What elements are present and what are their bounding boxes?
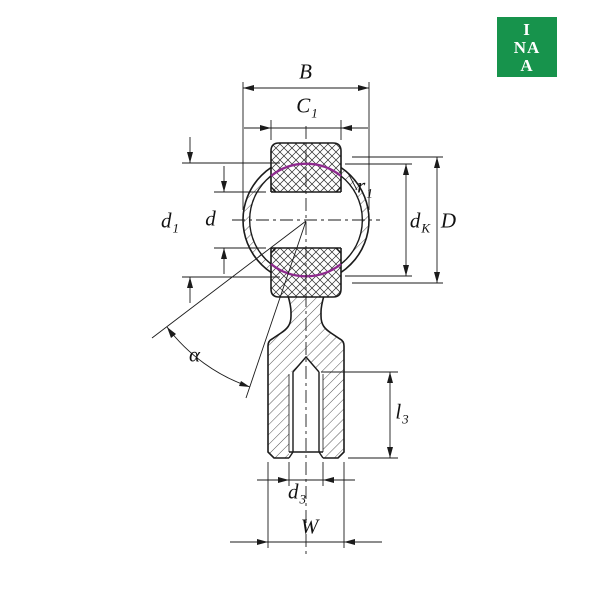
dim-label-w: W (300, 514, 319, 539)
ina-logo-line1: I (523, 20, 531, 39)
dim-label-d3: d3 (288, 479, 306, 507)
dim-label-d: d (205, 206, 216, 231)
dim-label-b: B (299, 59, 312, 84)
r1-leader-line (347, 172, 358, 191)
internal-thread (288, 355, 324, 459)
dim-label-d-outer: D (440, 208, 457, 233)
dim-label-c1: C1 (296, 93, 318, 121)
shank (267, 278, 345, 459)
dim-label-alpha: α (188, 342, 201, 367)
extension-lines (182, 82, 443, 548)
dim-label-r1: r1 (357, 173, 373, 201)
dim-label-dk: dK (409, 208, 431, 236)
ina-logo: I NA A (497, 17, 557, 77)
ina-logo-line3: A (520, 56, 534, 75)
dim-label-l3: l3 (395, 399, 409, 427)
alpha-angle-lines (151, 220, 307, 399)
dim-label-d1: d1 (161, 208, 179, 236)
dimension-arrows (187, 85, 440, 545)
ina-logo-line2: NA (513, 38, 541, 57)
centerlines (232, 126, 380, 556)
dimension-lines (189, 87, 438, 543)
